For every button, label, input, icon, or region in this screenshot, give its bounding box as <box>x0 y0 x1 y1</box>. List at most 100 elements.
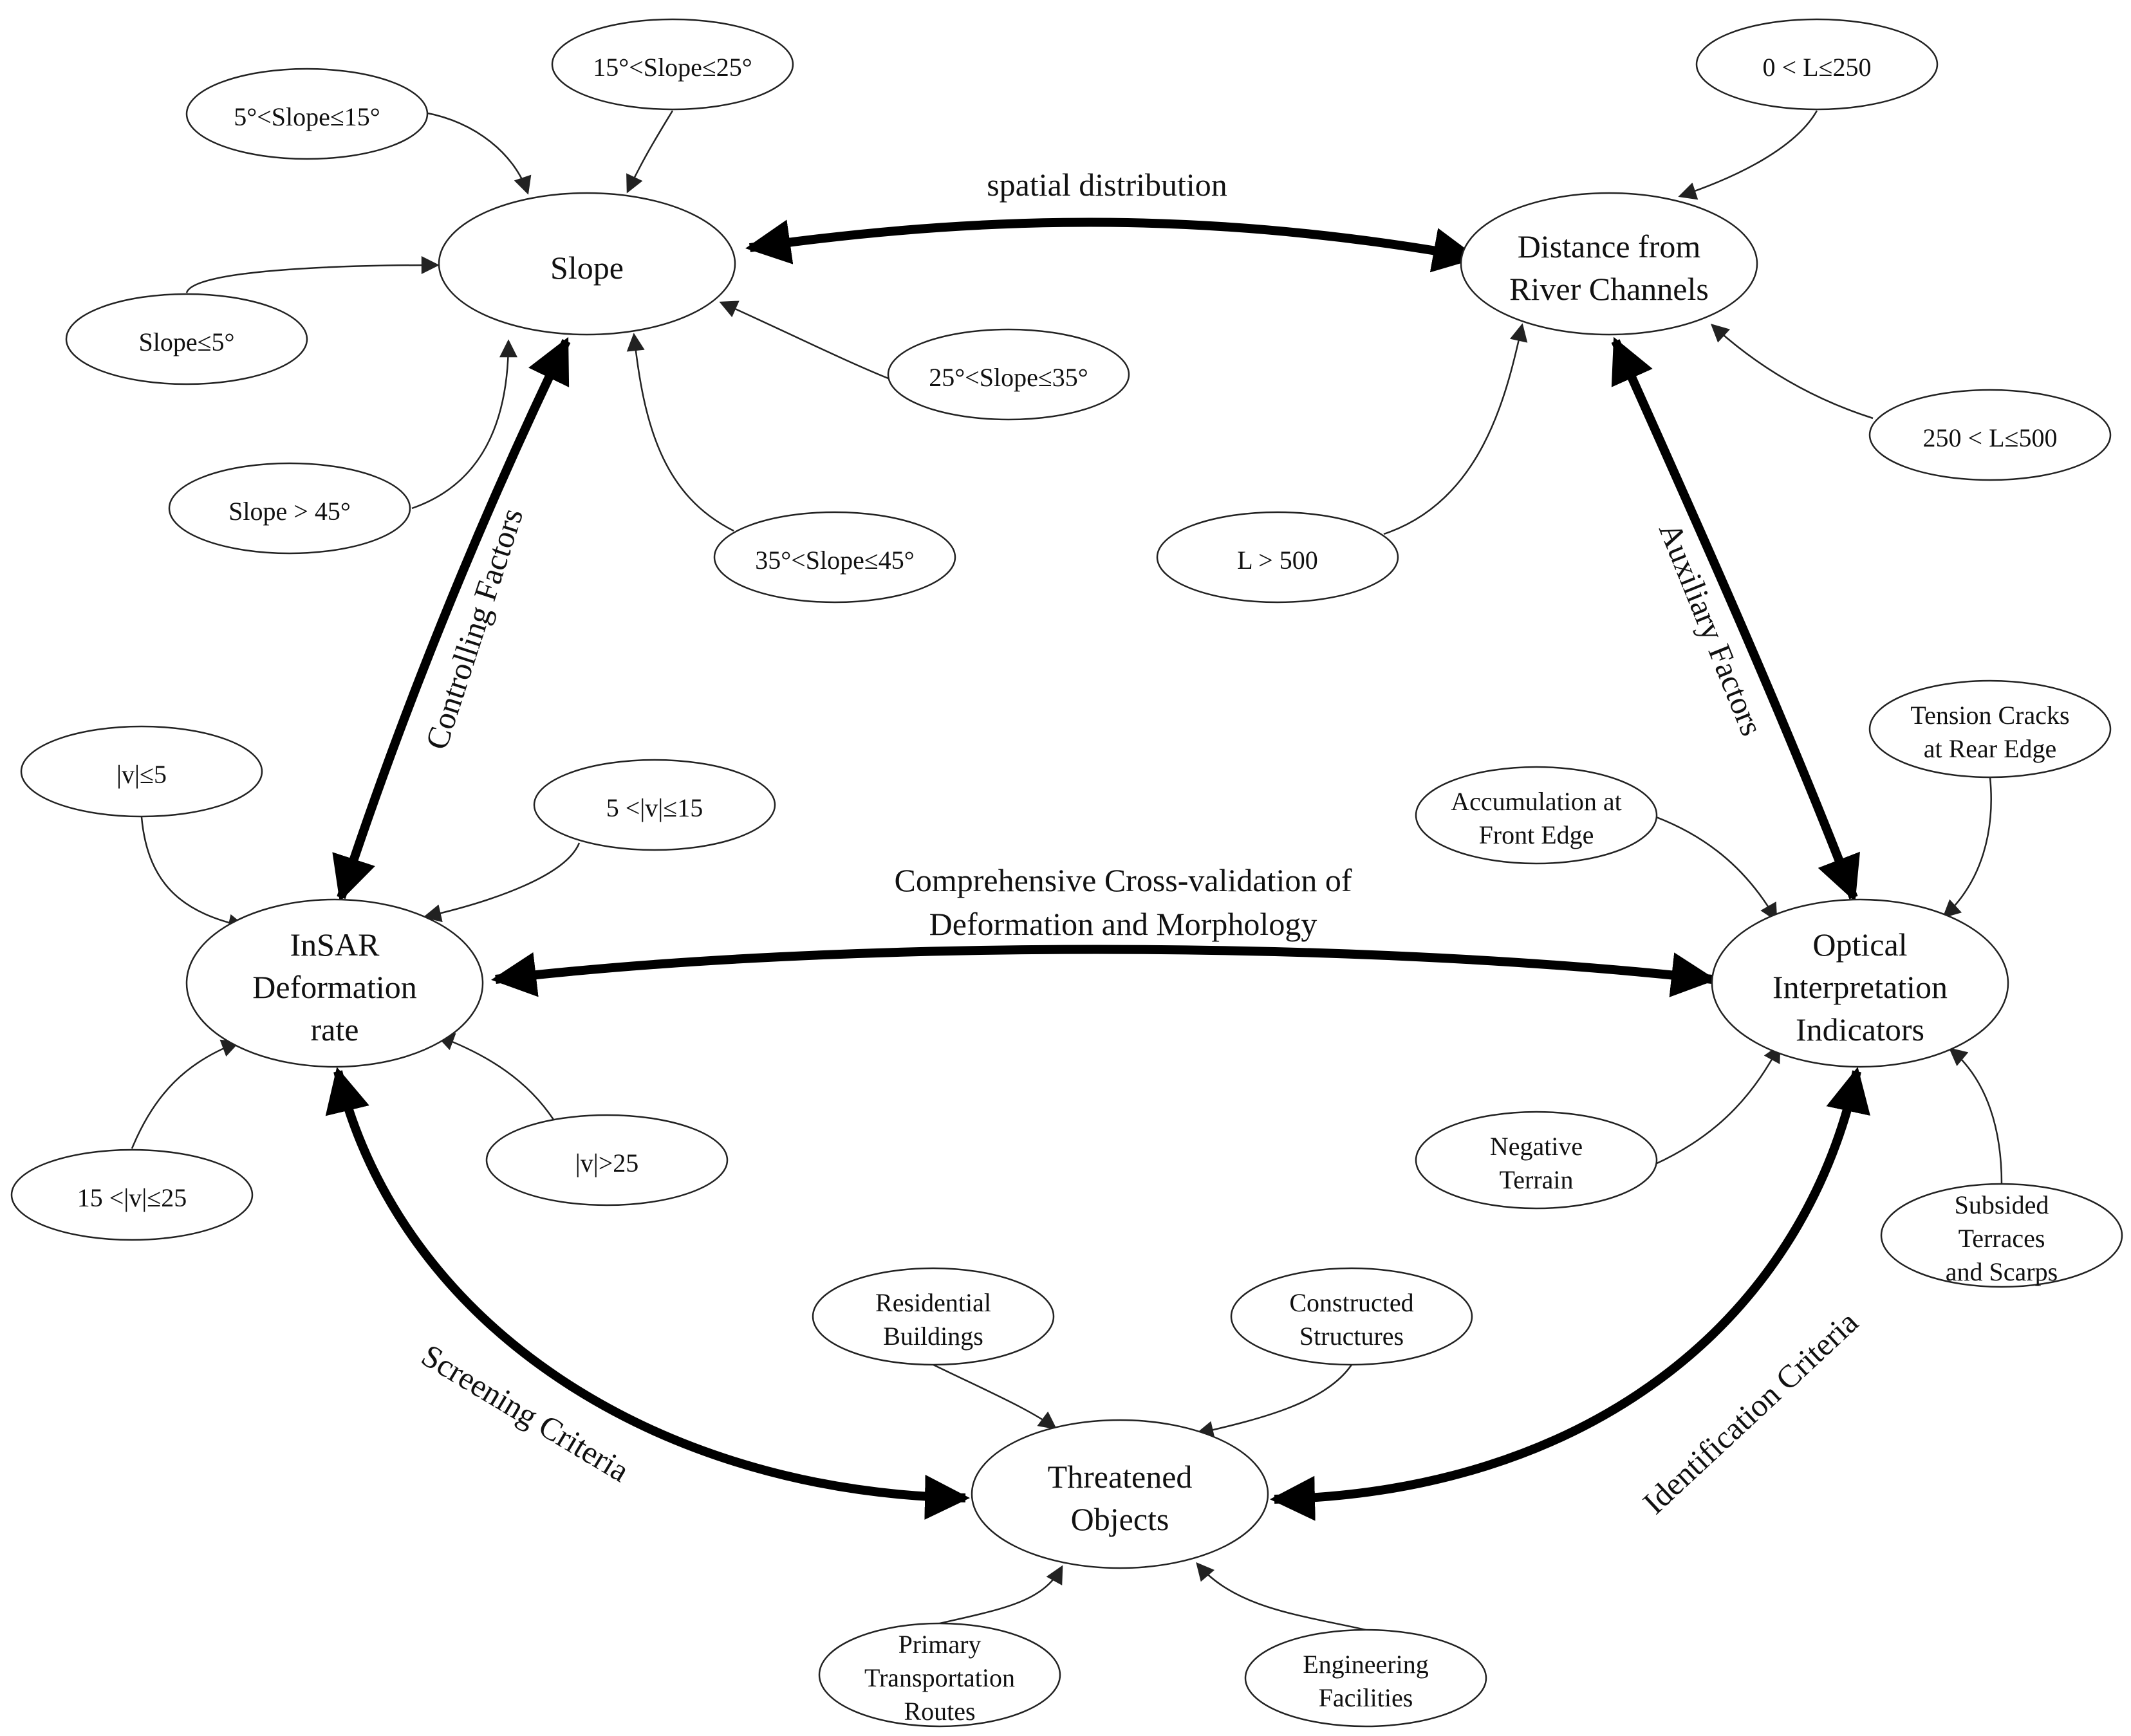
edge-d3-arrow <box>1383 323 1528 535</box>
edge-s1-arrow <box>424 111 532 195</box>
node-label-o2-line: Accumulation at <box>1451 787 1621 816</box>
node-v1: |v|≤5 <box>20 725 263 818</box>
node-label-v2: 5 <|v|≤15 <box>606 793 703 822</box>
node-ellipse-v4 <box>485 1114 729 1206</box>
node-ellipse-v3 <box>10 1149 254 1241</box>
node-label-d3: L > 500 <box>1237 546 1318 575</box>
node-label-v3-line: 15 <|v|≤25 <box>77 1183 187 1212</box>
node-d3: L > 500 <box>1156 511 1399 604</box>
node-label-insar-line: Deformation <box>252 969 416 1005</box>
node-label-t3-line: Routes <box>904 1697 975 1726</box>
node-label-t3-line: Transportation <box>864 1663 1015 1692</box>
node-ellipse-s4 <box>887 328 1130 421</box>
node-ellipse-o3 <box>1415 1111 1658 1210</box>
node-ellipse-o1 <box>1868 679 2112 779</box>
edge-t2-arrow <box>1195 1364 1353 1439</box>
node-label-distance-line: River Channels <box>1509 271 1709 307</box>
node-ellipse-threatened <box>971 1419 1269 1569</box>
node-ellipse-s1 <box>185 68 429 160</box>
node-label-o4-line: Subsided <box>1955 1190 2049 1219</box>
edge-label-comprehensive-line: Deformation and Morphology <box>929 906 1317 942</box>
node-v3: 15 <|v|≤25 <box>10 1149 254 1241</box>
node-label-d2: 250 < L≤500 <box>1923 423 2058 452</box>
edge-v2-arrow <box>423 842 581 923</box>
node-s3: Slope≤5° <box>65 293 308 385</box>
edge-v1-arrow <box>140 817 247 932</box>
node-ellipse-s2 <box>551 18 794 111</box>
edge-o3-arrow <box>1653 1044 1781 1166</box>
node-o1: Tension Cracks at Rear Edge <box>1868 679 2112 779</box>
node-label-o4-line: Terraces <box>1959 1224 2045 1253</box>
node-ellipse-v1 <box>20 725 263 818</box>
node-label-s4: 25°<Slope≤35° <box>929 363 1088 392</box>
node-s5: Slope > 45° <box>168 462 411 555</box>
node-label-o3-line: Terrain <box>1500 1165 1574 1194</box>
node-label-s1-line: 5°<Slope≤15° <box>234 102 380 131</box>
node-d2: 250 < L≤500 <box>1868 389 2112 481</box>
edge-s3-arrow <box>185 256 440 293</box>
node-label-optical-line: Optical <box>1812 927 1907 963</box>
node-label-t1-line: Buildings <box>883 1322 983 1351</box>
edge-label-identification-line: Identification Criteria <box>1636 1304 1865 1520</box>
node-s1: 5°<Slope≤15° <box>185 68 429 160</box>
node-ellipse-o4 <box>1880 1183 2123 1288</box>
edge-o1-arrow <box>1942 777 1992 918</box>
node-label-s4-line: 25°<Slope≤35° <box>929 363 1088 392</box>
edge-s4-arrow <box>719 300 892 381</box>
node-label-d1-line: 0 < L≤250 <box>1763 53 1872 82</box>
node-ellipse-t4 <box>1244 1629 1487 1728</box>
node-label-t1-line: Residential <box>875 1288 991 1317</box>
node-label-s3: Slope≤5° <box>138 328 234 356</box>
node-s6: 35°<Slope≤45° <box>713 511 956 604</box>
node-label-v4-line: |v|>25 <box>575 1149 639 1177</box>
node-label-v1-line: |v|≤5 <box>116 760 167 789</box>
node-ellipse-t2 <box>1230 1267 1473 1366</box>
node-label-o1-line: at Rear Edge <box>1924 734 2057 763</box>
node-label-threatened-line: Objects <box>1071 1501 1169 1537</box>
node-ellipse-v2 <box>533 759 776 851</box>
node-ellipse-s3 <box>65 293 308 385</box>
node-slope: Slope <box>438 192 736 336</box>
node-label-o3-line: Negative <box>1490 1132 1583 1161</box>
node-label-distance-line: Distance from <box>1518 228 1701 264</box>
edge-auxiliary <box>1611 337 1860 902</box>
edge-o4-arrow <box>1948 1048 2003 1185</box>
node-ellipse-insar <box>185 898 484 1068</box>
edge-comprehensive <box>491 945 1717 997</box>
edge-o2-arrow <box>1647 813 1778 922</box>
edge-label-spatial-line: spatial distribution <box>987 167 1227 203</box>
node-ellipse-t1 <box>812 1267 1055 1366</box>
edge-s2-arrow <box>626 110 674 194</box>
node-ellipse-d3 <box>1156 511 1399 604</box>
node-label-o1-line: Tension Cracks <box>1910 701 2069 730</box>
node-ellipse-distance <box>1460 192 1758 336</box>
node-ellipse-s5 <box>168 462 411 555</box>
node-ellipse-slope <box>438 192 736 336</box>
node-label-v4: |v|>25 <box>575 1149 639 1177</box>
node-label-o4-line: and Scarps <box>1946 1257 2058 1286</box>
edge-label-identification: Identification Criteria <box>1636 1304 1865 1520</box>
node-label-v3: 15 <|v|≤25 <box>77 1183 187 1212</box>
node-label-t2-line: Constructed <box>1289 1288 1413 1317</box>
node-label-t2-line: Structures <box>1299 1322 1404 1351</box>
node-d1: 0 < L≤250 <box>1695 18 1939 111</box>
node-label-s6-line: 35°<Slope≤45° <box>755 546 915 575</box>
node-label-s5: Slope > 45° <box>228 497 351 526</box>
